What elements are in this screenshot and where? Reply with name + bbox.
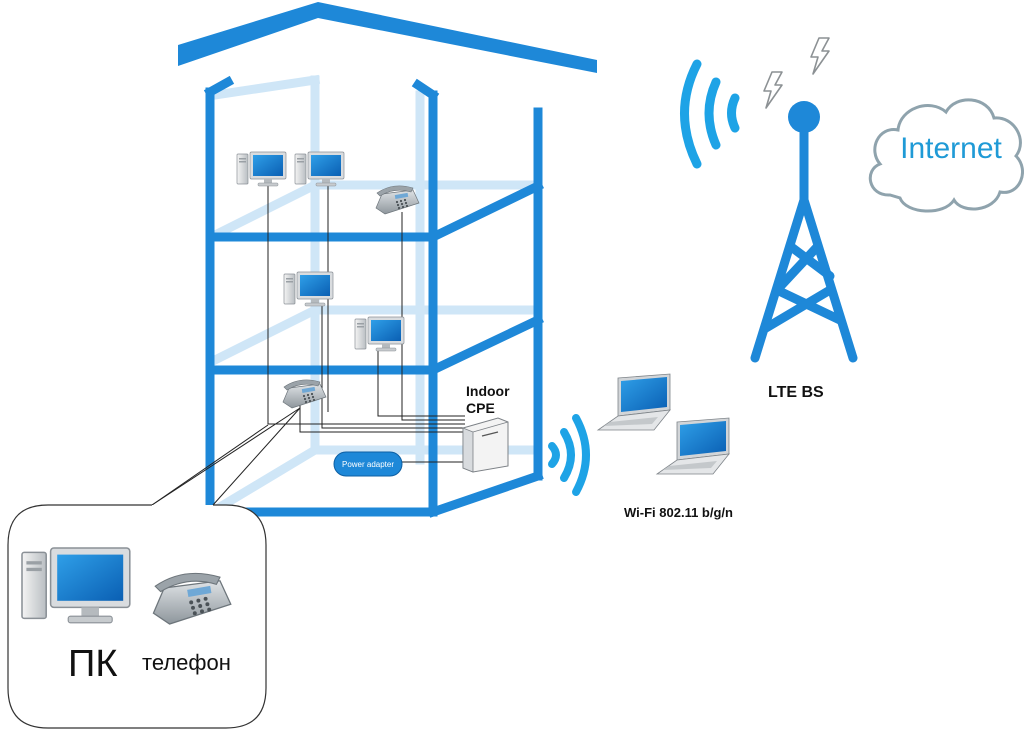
indoor-cpe-router-icon: [462, 417, 509, 473]
laptop-lower: [656, 417, 730, 475]
wifi-standard-label: Wi-Fi 802.11 b/g/n: [624, 505, 733, 520]
lightning-bolt-icon-2: [810, 37, 830, 75]
legend-phone-label: телефон: [142, 650, 231, 675]
lightning-bolt-icon: [763, 71, 783, 109]
internet-label: Internet: [900, 132, 1002, 165]
pc-floor3-left: [236, 151, 287, 187]
legend-pc-label: ПК: [68, 643, 117, 685]
lte-base-station: [750, 101, 858, 363]
pc-floor2-left: [283, 271, 334, 307]
cpe-label-line2: CPE: [466, 400, 495, 416]
laptop-upper: [597, 373, 671, 431]
cpe-wifi-signal-icon: [548, 414, 590, 496]
phone-floor1: [282, 379, 327, 409]
building: [178, 2, 597, 518]
legend-callout: ПК телефон: [7, 504, 267, 729]
power-adapter: Power adapter: [333, 451, 403, 477]
phone-floor3: [375, 185, 420, 215]
roof: [178, 2, 597, 73]
cabling: [151, 180, 465, 506]
power-adapter-label: Power adapter: [342, 460, 394, 469]
pc-floor2-right: [354, 316, 405, 352]
cpe-label-line1: Indoor: [466, 383, 510, 399]
internet-cloud-icon: Internet: [868, 98, 1024, 213]
antenna-head: [788, 101, 820, 133]
lte-bs-label: LTE BS: [768, 384, 824, 401]
tower-signal-icon: [680, 59, 740, 169]
